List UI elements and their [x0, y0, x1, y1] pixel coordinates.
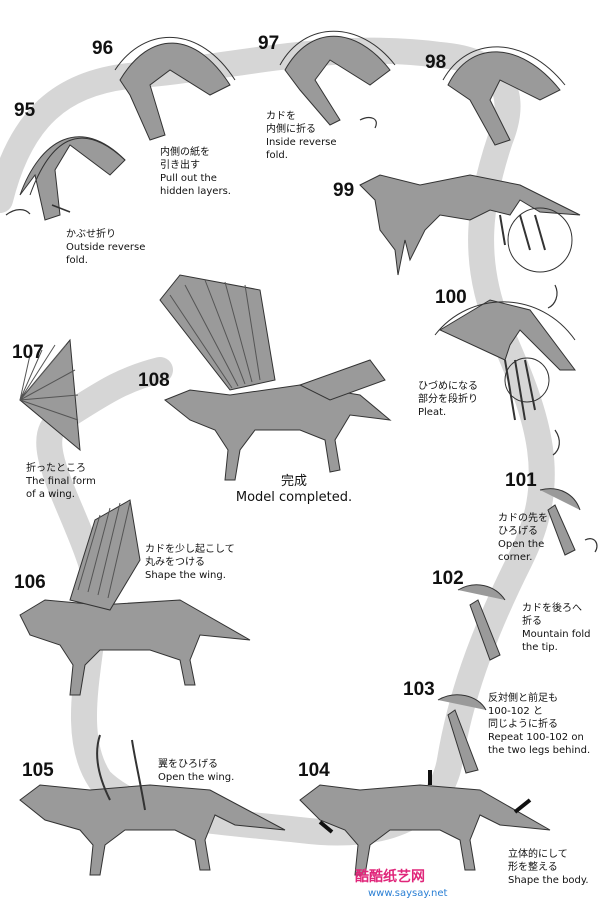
flow-path-band: [0, 51, 542, 833]
step-106-figure: [20, 500, 250, 695]
step-number: 105: [22, 760, 54, 782]
watermark-title: 酷酷纸艺网: [355, 866, 425, 886]
caption-step-105: 翼をひろげる Open the wing.: [158, 758, 234, 784]
step-number: 103: [403, 679, 435, 701]
step-number: 104: [298, 760, 330, 782]
arrow-icon: [360, 118, 376, 128]
arrow-icon: [553, 430, 559, 455]
step-number: 96: [92, 38, 113, 60]
step-number: 106: [14, 572, 46, 594]
step-100-figure: [435, 300, 575, 455]
step-number: 98: [425, 52, 446, 74]
step-number: 108: [138, 370, 170, 392]
caption-step-106: カドを少し起こして 丸みをつける Shape the wing.: [145, 543, 235, 582]
watermark-url: www.saysay.net: [368, 888, 447, 899]
caption-step-103: 反対側と前足も 100-102 と 同じように折る Repeat 100-102…: [488, 692, 590, 757]
caption-step-108: 完成 Model completed.: [224, 474, 364, 506]
step-number: 97: [258, 33, 279, 55]
step-number: 107: [12, 342, 44, 364]
caption-step-95: かぶせ折り Outside reverse fold.: [66, 228, 145, 267]
arrow-icon: [515, 800, 530, 812]
arrow-icon: [585, 539, 597, 552]
step-number: 95: [14, 100, 35, 122]
arrow-icon: [548, 285, 557, 308]
caption-step-104: 立体的にして 形を整える Shape the body.: [508, 848, 589, 887]
step-number: 102: [432, 568, 464, 590]
caption-step-107: 折ったところ The final form of a wing.: [26, 462, 96, 501]
step-105-figure: [20, 735, 285, 875]
step-number: 99: [333, 180, 354, 202]
step-number: 101: [505, 470, 537, 492]
caption-step-101: カドの先を ひろげる Open the corner.: [498, 512, 548, 564]
step-number: 100: [435, 287, 467, 309]
caption-step-96: 内側の紙を 引き出す Pull out the hidden layers.: [160, 146, 231, 198]
step-108-figure: [160, 275, 390, 480]
caption-step-102: カドを後ろへ 折る Mountain fold the tip.: [522, 602, 591, 654]
caption-step-97: カドを 内側に折る Inside reverse fold.: [266, 110, 337, 162]
caption-step-100: ひづめになる 部分を段折り Pleat.: [418, 380, 478, 419]
arrow-icon: [6, 210, 30, 215]
